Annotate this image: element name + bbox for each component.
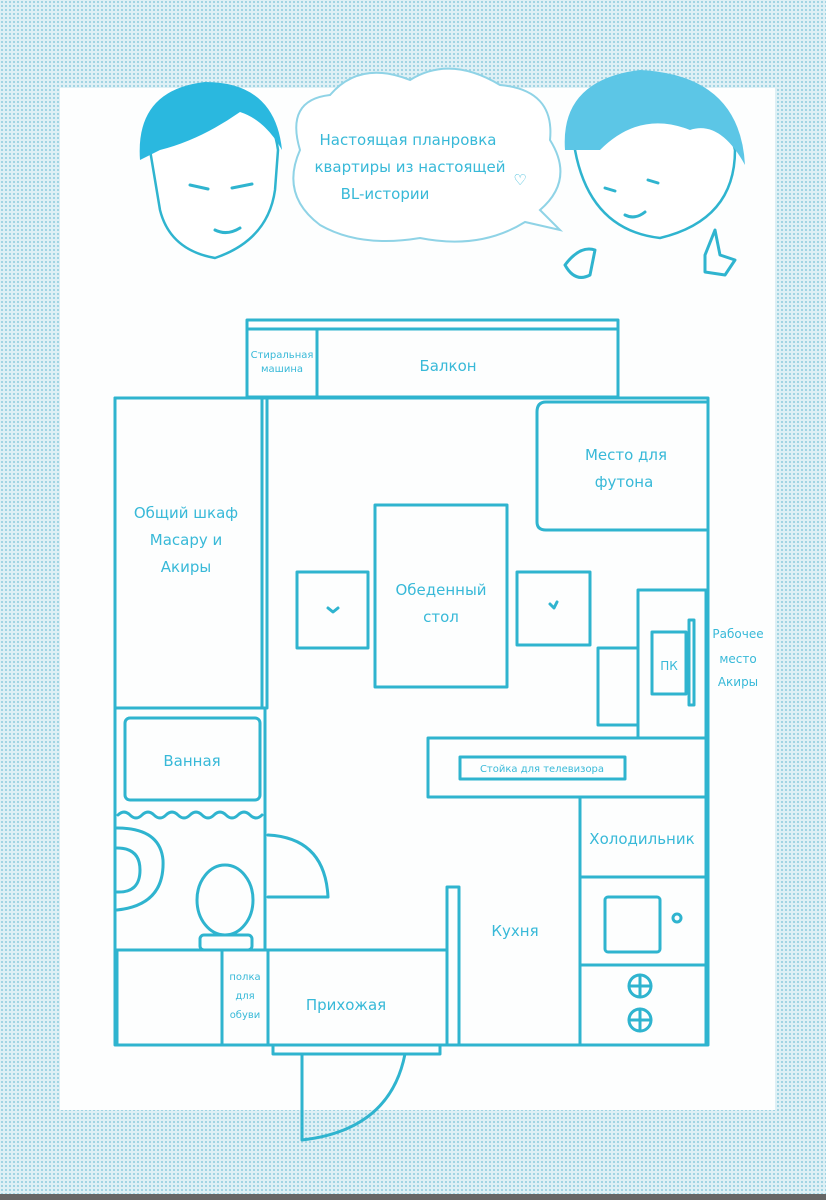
- stove-burners: [627, 973, 653, 1033]
- bubble-line-1: Настоящая планровка: [320, 131, 497, 149]
- heart-icon: ♡: [513, 171, 526, 189]
- chair-right: [515, 570, 592, 647]
- futon-area: [535, 400, 708, 532]
- workplace-label-2: место: [719, 652, 756, 666]
- pc-label: ПК: [660, 659, 678, 673]
- workplace-label-3: Акиры: [718, 675, 758, 689]
- monitor: [687, 618, 696, 707]
- character-akira: [563, 70, 745, 279]
- desk-chair: [596, 646, 640, 727]
- fridge-label: Холодильник: [589, 830, 694, 848]
- closet-label-2: Масару и: [150, 531, 223, 549]
- futon-label-2: футона: [595, 473, 654, 491]
- bathtub: [123, 716, 262, 802]
- dining-table: [373, 503, 509, 689]
- toilet: [195, 863, 255, 937]
- pc-box: [650, 630, 688, 696]
- kitchen-label: Кухня: [491, 922, 538, 940]
- table-label-2: стол: [423, 608, 459, 626]
- shared-closet: [113, 396, 264, 710]
- kitchen-sink: [603, 895, 662, 954]
- bubble-line-2: квартиры из настоящей: [314, 158, 505, 176]
- shoe-label-1: полка: [229, 972, 260, 983]
- shoe-label-2: для: [235, 991, 254, 1002]
- sink: [115, 826, 165, 912]
- entrance-door: [300, 1052, 407, 1142]
- page-panel: [60, 88, 775, 1110]
- speech-bubble: Настоящая планровка квартиры из настояще…: [292, 67, 564, 243]
- workplace-label-1: Рабочее: [712, 627, 763, 641]
- bath-label: Ванная: [163, 752, 220, 770]
- closet-label-3: Акиры: [161, 558, 211, 576]
- chair-left: [295, 570, 370, 650]
- bubble-line-3: BL-истории: [341, 185, 430, 203]
- outer-wall: [113, 396, 710, 1047]
- kitchen-counter: [578, 875, 708, 1047]
- tv-stand-label: Стойка для телевизора: [480, 764, 604, 775]
- futon-label-1: Место для: [585, 446, 667, 464]
- storage-box: [115, 948, 224, 1047]
- washer-label-1: Стиральная: [251, 350, 314, 361]
- room-door: [266, 833, 330, 899]
- hallway-label: Прихожая: [306, 996, 386, 1014]
- bottom-bar: [0, 1194, 826, 1200]
- shoe-label-3: обуви: [230, 1010, 261, 1021]
- closet-label-1: Общий шкаф: [134, 504, 238, 522]
- character-masaru: [139, 82, 282, 260]
- tv-stand: [426, 736, 708, 799]
- table-label-1: Обеденный: [395, 581, 486, 599]
- balcony-label: Балкон: [419, 357, 476, 375]
- washer-label-2: машина: [261, 364, 303, 375]
